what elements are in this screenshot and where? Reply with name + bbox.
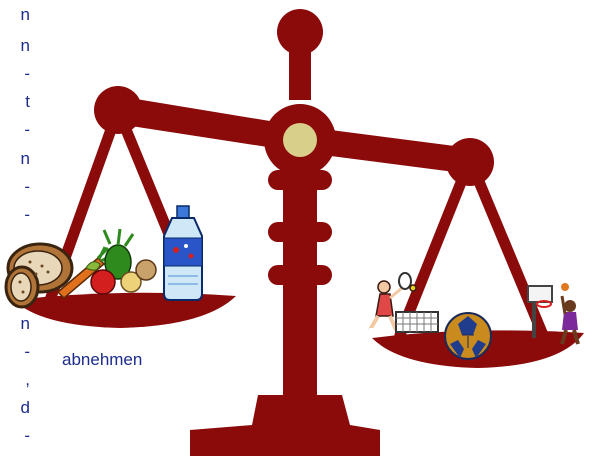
water-bottle-icon: [164, 206, 202, 300]
left-pan: [14, 293, 236, 328]
caption-abnehmen: abnehmen: [62, 350, 142, 370]
beam-end-left: [94, 86, 142, 134]
net-icon: [396, 312, 438, 332]
handball-icon: [445, 313, 491, 359]
right-pan-strings: [400, 160, 543, 335]
scale-base: [190, 395, 380, 456]
scale-hub-center: [283, 123, 317, 157]
beam-end-right: [446, 138, 494, 186]
